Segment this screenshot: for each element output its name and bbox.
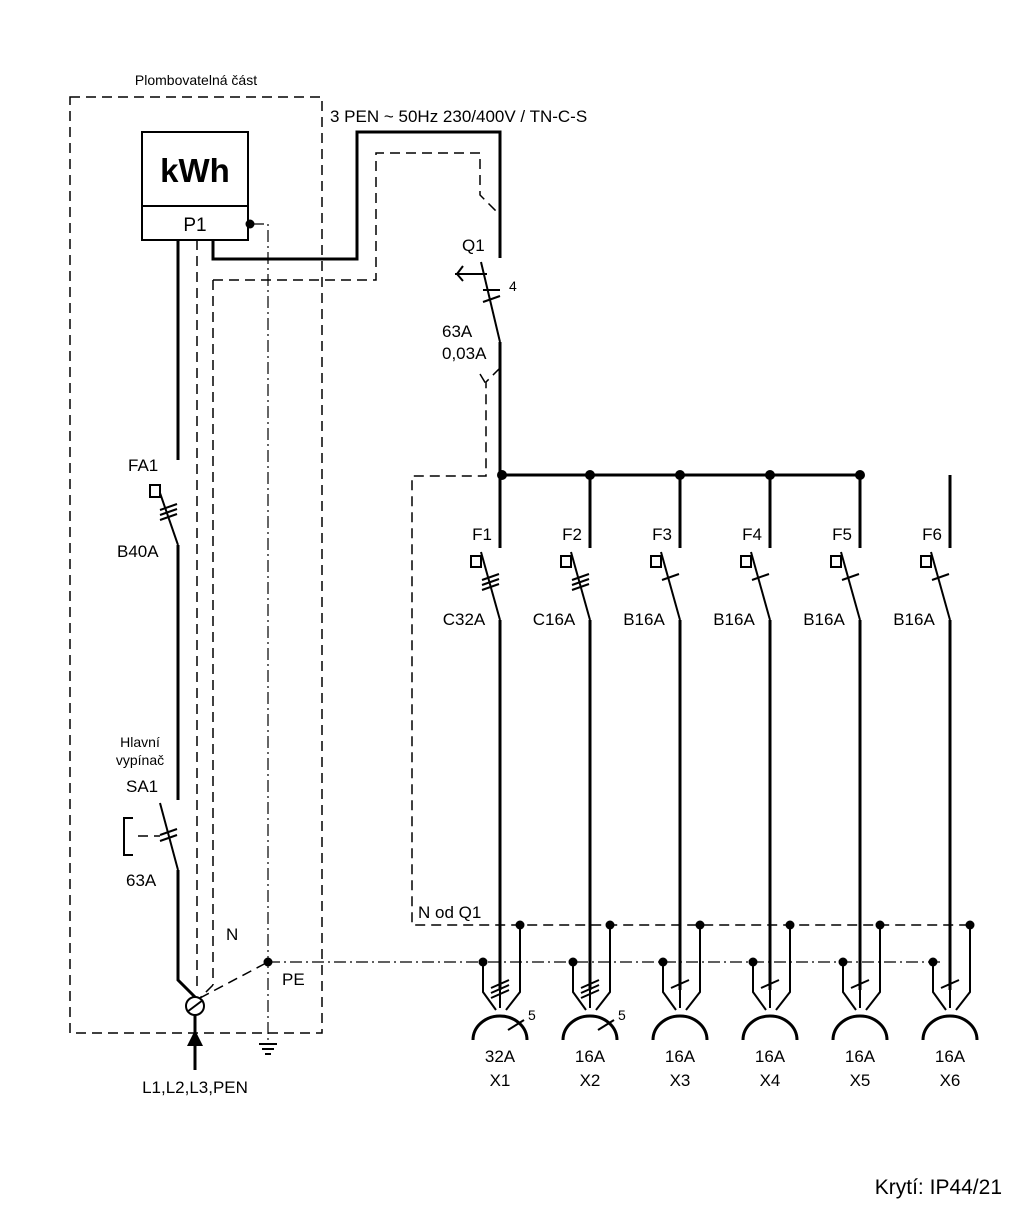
breaker-f3-rating: B16A xyxy=(623,610,665,629)
socket-x3-name: X3 xyxy=(670,1071,691,1090)
sealed-part-label: Plombovatelná část xyxy=(135,72,257,88)
protection-label: Krytí: IP44/21 xyxy=(875,1176,1002,1199)
breaker-f6-contact xyxy=(930,551,951,621)
socket-x4-name: X4 xyxy=(760,1071,781,1090)
fa1-name-label: FA1 xyxy=(128,456,158,475)
breaker-f2-rating: C16A xyxy=(533,610,576,629)
socket-x6-name: X6 xyxy=(940,1071,961,1090)
rcd-sensitivity-label: 0,03A xyxy=(442,344,487,363)
socket-x1-poles: 5 xyxy=(528,1007,536,1023)
socket-x2-name: X2 xyxy=(580,1071,601,1090)
socket-x6-icon xyxy=(921,1014,979,1041)
pe-vertical-line xyxy=(252,223,269,1042)
socket-x4-icon xyxy=(741,1014,799,1041)
breaker-f4-thermal-icon xyxy=(740,555,752,568)
socket-x4-rating: 16A xyxy=(755,1047,786,1066)
breaker-f5-contact xyxy=(840,551,861,621)
neutral-to-rcd-line xyxy=(213,152,501,281)
socket-x1-icon xyxy=(471,1014,529,1041)
supply-label: 3 PEN ~ 50Hz 230/400V / TN-C-S xyxy=(330,107,587,126)
phase-line-lower xyxy=(176,870,197,999)
socket-x3-rating: 16A xyxy=(665,1047,696,1066)
input-label: L1,L2,L3,PEN xyxy=(142,1078,248,1097)
breaker-f1-thermal-icon xyxy=(470,555,482,568)
breaker-f2-thermal-icon xyxy=(560,555,572,568)
rcd-rating-label: 63A xyxy=(442,322,473,341)
breaker-f4-contact xyxy=(750,551,771,621)
rcd-poles-label: 4 xyxy=(509,278,517,294)
meter-to-rcd-line xyxy=(211,130,502,261)
breaker-f1-rating: C32A xyxy=(443,610,486,629)
breaker-f2-name: F2 xyxy=(562,525,582,544)
main-switch-label-2: vypínač xyxy=(116,752,164,768)
socket-x5-icon xyxy=(831,1014,889,1041)
socket-x5-name: X5 xyxy=(850,1071,871,1090)
rcd-name-label: Q1 xyxy=(462,236,485,255)
breaker-f1-name: F1 xyxy=(472,525,492,544)
socket-x1-rating: 32A xyxy=(485,1047,516,1066)
meter-unit-label: kWh xyxy=(160,152,230,189)
meter-name-label: P1 xyxy=(183,215,206,236)
socket-x2-rating: 16A xyxy=(575,1047,606,1066)
main-switch-sa1: Hlavní vypínač SA1 63A xyxy=(116,734,179,890)
breaker-f6-name: F6 xyxy=(922,525,942,544)
ground-icon xyxy=(259,1043,277,1055)
socket-x2-poles: 5 xyxy=(618,1007,626,1023)
breaker-f6-thermal-icon xyxy=(920,555,932,568)
main-switch-label-1: Hlavní xyxy=(120,734,160,750)
socket-x1-name: X1 xyxy=(490,1071,511,1090)
input-terminal: L1,L2,L3,PEN xyxy=(142,996,248,1097)
breaker-f3-contact xyxy=(660,551,681,621)
sa1-name-label: SA1 xyxy=(126,777,158,796)
n-from-q1-label: N od Q1 xyxy=(418,903,481,922)
fa1-rating-label: B40A xyxy=(117,542,159,561)
breaker-f4-name: F4 xyxy=(742,525,762,544)
rcd-q1: Q1 4 63A 0,03A xyxy=(442,218,517,472)
breaker-f5-rating: B16A xyxy=(803,610,845,629)
breaker-f5-thermal-icon xyxy=(830,555,842,568)
sealed-part-enclosure xyxy=(69,96,323,1034)
pe-label: PE xyxy=(282,970,305,989)
breaker-f3-name: F3 xyxy=(652,525,672,544)
socket-x6-rating: 16A xyxy=(935,1047,966,1066)
breaker-f6-rating: B16A xyxy=(893,610,935,629)
breaker-f4-rating: B16A xyxy=(713,610,755,629)
breaker-f5-name: F5 xyxy=(832,525,852,544)
n-label: N xyxy=(226,925,238,944)
socket-x5-rating: 16A xyxy=(845,1047,876,1066)
sa1-rating-label: 63A xyxy=(126,871,157,890)
socket-x3-icon xyxy=(651,1014,709,1041)
socket-x2-icon xyxy=(561,1014,619,1041)
breaker-fa1: FA1 B40A xyxy=(117,456,179,561)
neutral-bus-line xyxy=(411,367,970,926)
energy-meter: kWh P1 xyxy=(141,131,255,241)
breaker-f3-thermal-icon xyxy=(650,555,662,568)
